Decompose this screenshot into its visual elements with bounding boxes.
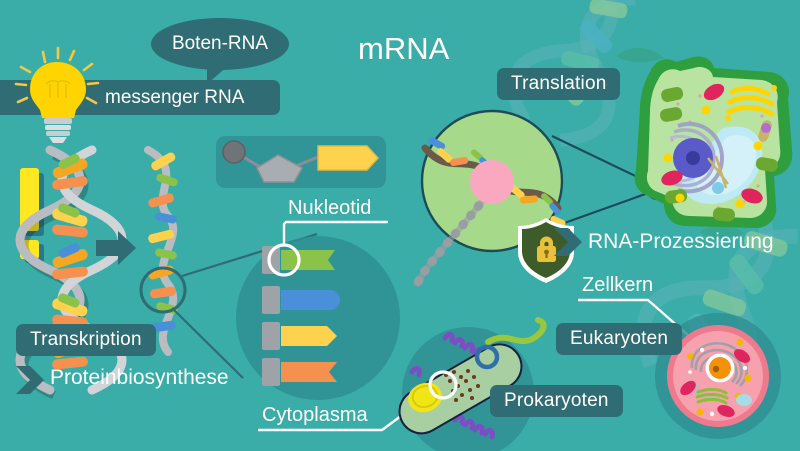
nukleotid-leader-line: [282, 220, 388, 245]
rna-prozessierung-label: RNA-Prozessierung: [588, 230, 774, 253]
tab-transkription[interactable]: Transkription: [16, 324, 156, 356]
sugar-pentagon: [256, 154, 304, 183]
magnifier-connector-lines: [171, 232, 318, 379]
base-yellow: [281, 326, 337, 346]
proteinbiosynthese-label: Proteinbiosynthese: [50, 366, 229, 389]
ribosome: [470, 160, 514, 204]
chevron-right-icon: [16, 366, 44, 394]
messenger-rna-label: messenger RNA: [105, 86, 245, 108]
dna-helix-bottom-right: [636, 207, 798, 400]
tab-translation[interactable]: Translation: [497, 68, 621, 100]
rna-single-strand-icon: [139, 146, 187, 356]
zellkern-marker: [705, 353, 735, 383]
speech-bubble: Boten-RNA: [151, 18, 289, 84]
tab-prokaryoten[interactable]: Prokaryoten: [490, 385, 623, 417]
base-arrow: [317, 145, 379, 171]
phosphate-circle: [222, 140, 246, 164]
nucleotide-magnifier: [236, 236, 400, 400]
nukleotid-marker: [267, 243, 301, 277]
base-blue: [281, 290, 340, 310]
callout-cytoplasma: Cytoplasma: [262, 404, 368, 426]
exclamation-mark-icon: [20, 168, 44, 263]
dna-double-helix-icon: [15, 145, 127, 400]
page-title: mRNA: [358, 31, 450, 66]
base-orange: [281, 362, 337, 382]
callout-zellkern: Zellkern: [582, 274, 654, 296]
leaf-decor: [616, 47, 744, 239]
callout-nukleotid: Nukleotid: [288, 197, 372, 219]
process-arrow-icon: [96, 231, 136, 265]
speech-bubble-label: Boten-RNA: [171, 33, 269, 54]
translation-connector-lines: [551, 135, 671, 228]
tab-eukaryoten[interactable]: Eukaryoten: [556, 323, 683, 355]
cytoplasma-marker: [428, 370, 458, 400]
chevron-right-icon: [554, 228, 582, 256]
base-green: [281, 250, 335, 270]
